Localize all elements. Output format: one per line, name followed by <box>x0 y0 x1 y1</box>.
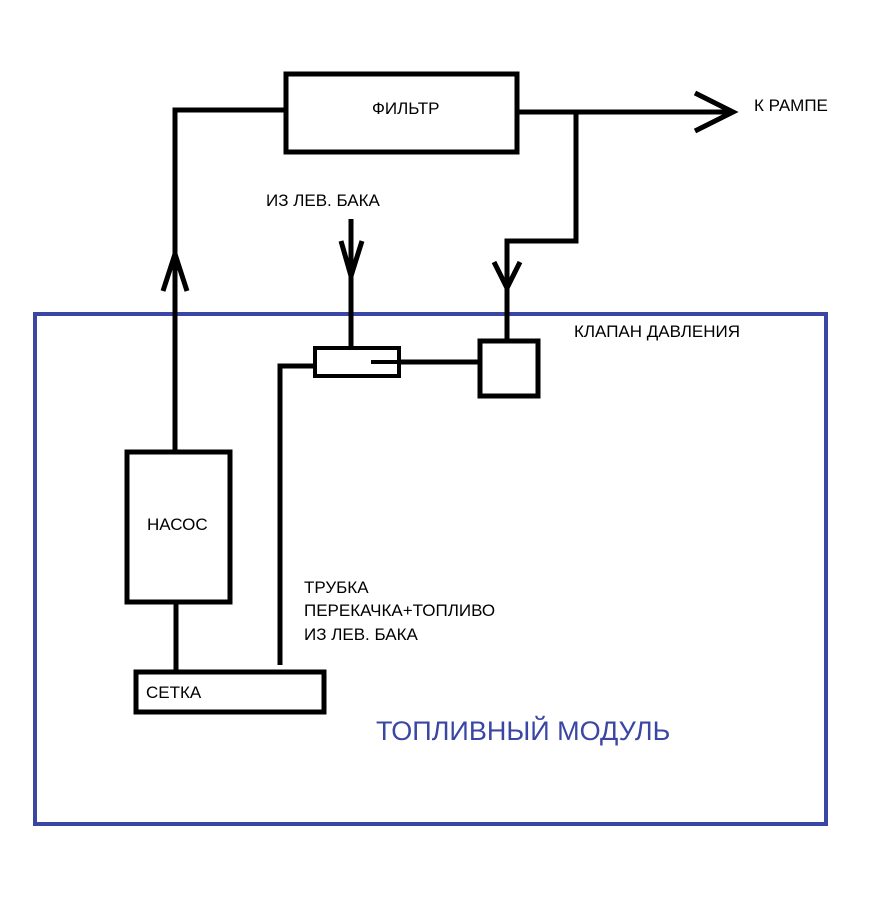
from-left-tank-label: ИЗ ЛЕВ. БАКА <box>266 191 381 210</box>
tube-label-line3: ИЗ ЛЕВ. БАКА <box>304 625 419 644</box>
strainer-box <box>133 669 327 715</box>
fuel-module-border <box>33 312 828 826</box>
fuel-module-title: ТОПЛИВНЫЙ МОДУЛЬ <box>376 715 670 746</box>
pressure-valve-label: КЛАПАН ДАВЛЕНИЯ <box>574 322 740 341</box>
strainer-label: СЕТКА <box>146 683 202 702</box>
down-arrow-icon-inlet <box>338 240 365 285</box>
down-arrow-icon-valve <box>491 260 523 294</box>
up-arrow-icon <box>160 245 190 292</box>
filter-box <box>283 71 520 155</box>
right-arrow-icon <box>693 90 739 134</box>
tube-label-line1: ТРУБКА <box>304 578 369 597</box>
pump-to-filter-line <box>172 107 286 452</box>
to-rail-label: К РАМПЕ <box>754 96 828 115</box>
filter-label: ФИЛЬТР <box>372 99 439 118</box>
transfer-tube-line <box>277 363 315 665</box>
pump-label: НАСОС <box>147 515 208 534</box>
pressure-valve-box <box>477 338 541 399</box>
tube-label-line2: ПЕРЕКАЧКА+ТОПЛИВО <box>304 601 495 620</box>
